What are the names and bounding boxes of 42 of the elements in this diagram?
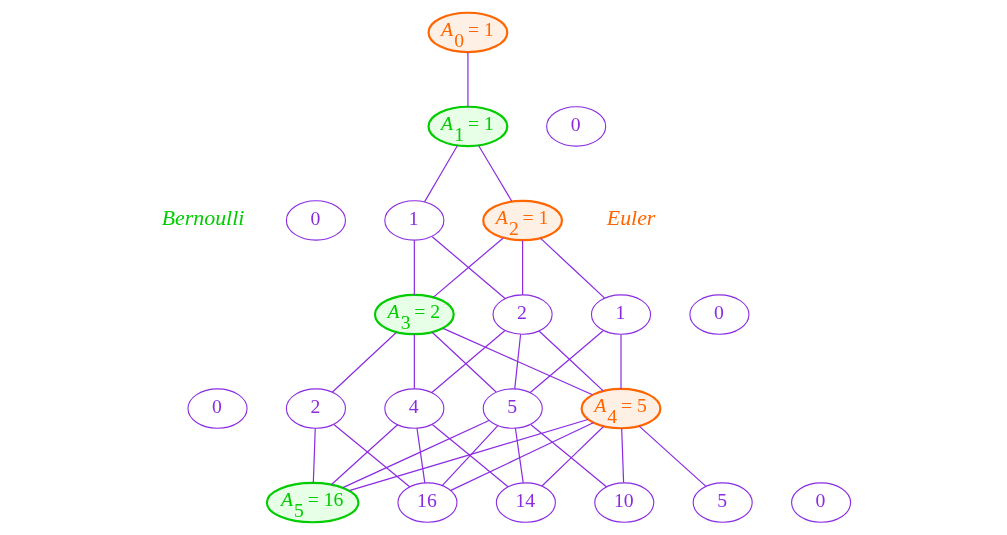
- node-ellipse: 4: [383, 388, 444, 429]
- node-ellipse: 14: [495, 482, 556, 523]
- node-ellipse: 10: [593, 482, 654, 523]
- connector: [441, 327, 593, 396]
- node-ellipse: 0: [545, 106, 606, 147]
- node-ellipse: 0: [285, 200, 346, 241]
- connector: [331, 331, 397, 393]
- connector: [514, 427, 524, 484]
- node-ellipse: 0: [790, 482, 851, 523]
- connector: [521, 240, 523, 296]
- connector: [348, 418, 589, 492]
- node-ellipse: 5: [692, 482, 753, 523]
- connector: [431, 423, 509, 488]
- connector: [312, 427, 316, 484]
- node-ellipse: 2: [285, 388, 346, 429]
- connector: [513, 333, 521, 390]
- node-ellipse: 1: [383, 200, 444, 241]
- node-ellipse: 2: [492, 294, 553, 335]
- connector: [540, 425, 604, 487]
- connector: [619, 334, 622, 390]
- connector: [413, 334, 415, 390]
- node-ellipse: 5: [482, 388, 543, 429]
- node-ellipse: 0: [186, 388, 248, 429]
- connector: [620, 427, 624, 484]
- connector: [529, 423, 607, 488]
- connector: [330, 424, 398, 486]
- connector: [441, 425, 498, 486]
- node-ellipse: 0: [688, 294, 749, 335]
- connector: [539, 237, 605, 299]
- connector: [638, 425, 706, 487]
- connector: [466, 51, 469, 108]
- connector: [341, 419, 490, 489]
- connector: [332, 423, 410, 488]
- label: Euler: [606, 205, 655, 230]
- connector: [477, 145, 512, 202]
- node-ellipse: 16: [396, 482, 458, 523]
- connector: [423, 145, 458, 203]
- connector: [415, 427, 425, 484]
- node-ellipse: 1: [590, 294, 651, 335]
- connector: [413, 240, 415, 296]
- connector: [449, 422, 594, 491]
- label: Bernoulli: [161, 205, 244, 230]
